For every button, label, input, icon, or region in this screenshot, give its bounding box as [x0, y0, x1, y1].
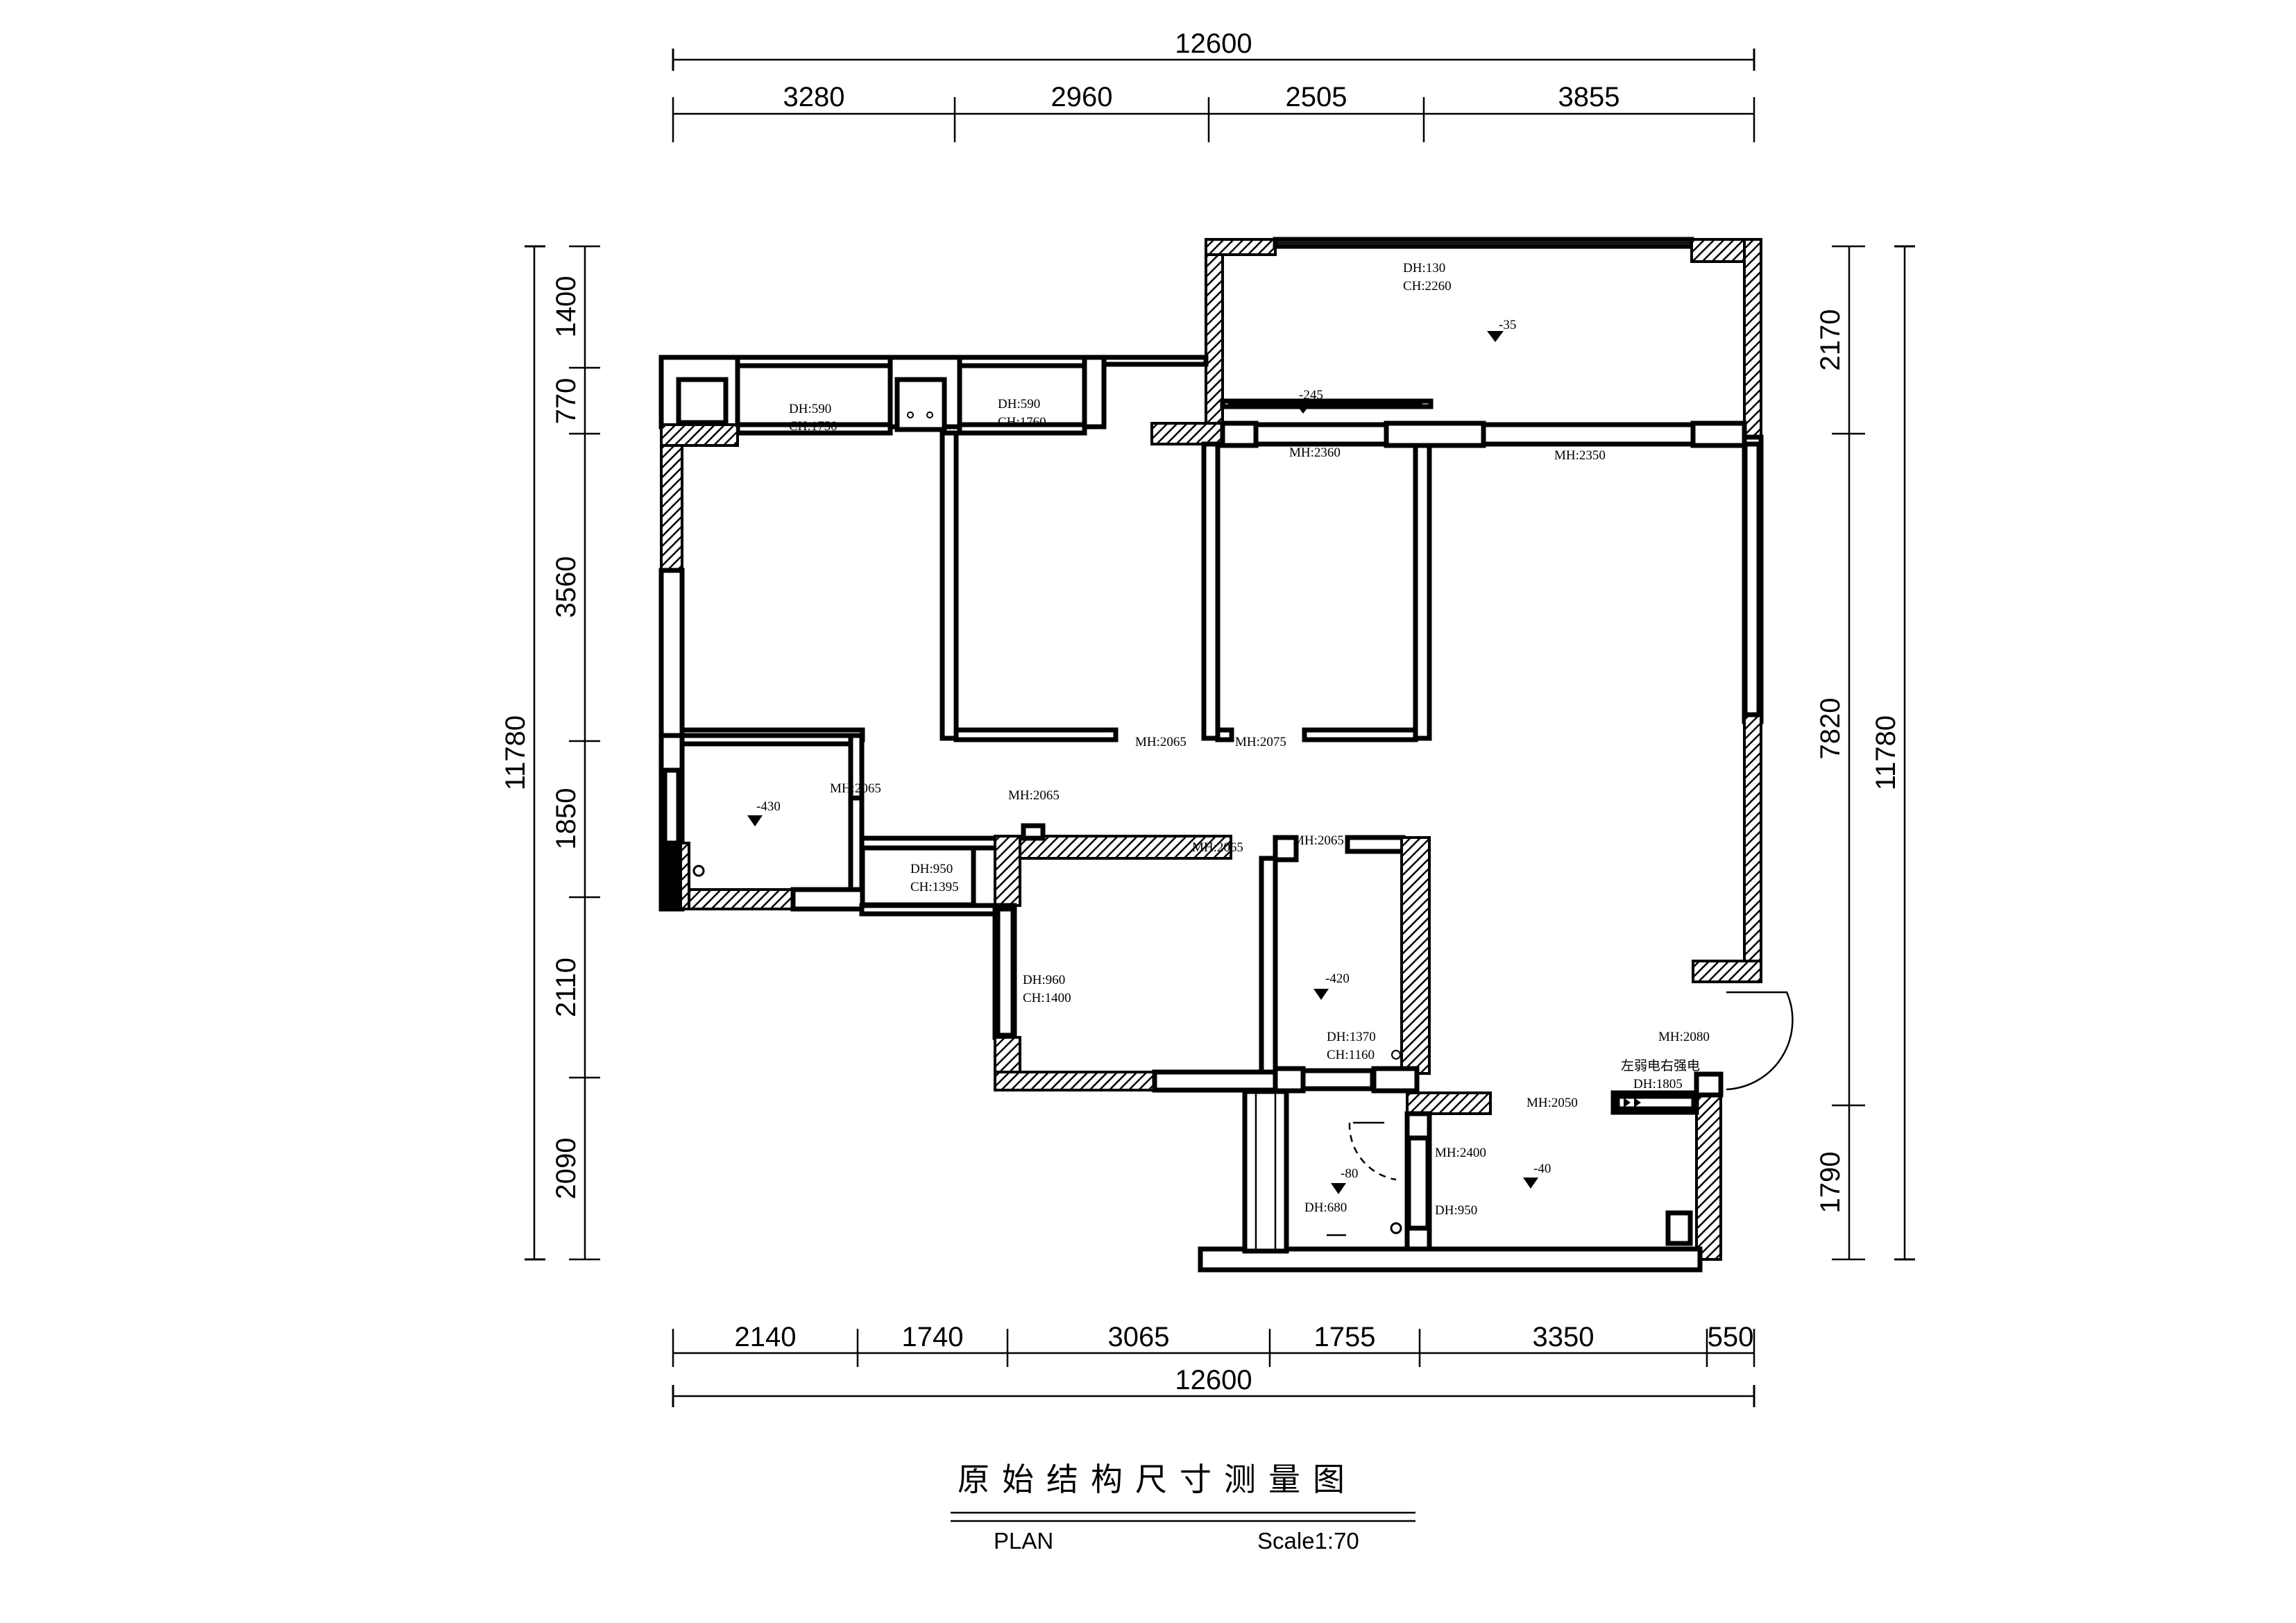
right-segment-2: 7820 [1815, 698, 1846, 760]
fixtures [676, 377, 1697, 1254]
sliding-door-balcony-2 [1481, 422, 1696, 447]
right-dimension-chain: 2170 7820 1790 11780 [1815, 245, 1915, 1261]
window-bath-1 [662, 767, 681, 846]
top-dimension-chain: 12600 3280 2960 2505 3855 [672, 28, 1755, 142]
bottom-segment-2: 1740 [902, 1322, 964, 1352]
balcony-level-icon [1487, 331, 1504, 342]
door-mh-2360: MH:2360 [1289, 445, 1341, 460]
door-mh-2050: MH:2050 [1527, 1096, 1578, 1110]
shaft-right [894, 377, 947, 432]
wc-level: -80 [1341, 1166, 1358, 1181]
window4-dh: DH:960 [1023, 973, 1065, 987]
panel-dh: DH:1805 [1633, 1077, 1683, 1091]
top-segment-3: 2505 [1286, 82, 1347, 112]
plan-label: PLAN [994, 1528, 1053, 1554]
kitchen-level: -40 [1533, 1162, 1551, 1176]
door-mh-2350: MH:2350 [1554, 448, 1606, 463]
shaft-left [676, 377, 729, 425]
bottom-total-dimension: 12600 [1175, 1365, 1252, 1395]
annotations: DH:130 CH:2260 -35 -245 MH:2360 MH:2350 … [756, 261, 1710, 1218]
left-segment-6: 2090 [551, 1138, 581, 1200]
door-mh-2065-b: MH:2065 [830, 781, 881, 796]
drawing-title: 原始结构尺寸测量图 [958, 1461, 1357, 1498]
right-segment-1: 2170 [1815, 309, 1846, 371]
door-mh-2065-c: MH:2065 [1008, 788, 1060, 803]
step-level: -245 [1299, 388, 1323, 402]
balcony-level: -35 [1499, 318, 1516, 332]
right-segment-3: 1790 [1815, 1152, 1846, 1214]
title-block: 原始结构尺寸测量图 PLAN Scale1:70 [951, 1461, 1415, 1554]
balcony-ch: CH:2260 [1403, 279, 1452, 294]
top-segment-4: 3855 [1558, 82, 1620, 112]
bottom-segment-1: 2140 [735, 1322, 797, 1352]
window-right [1742, 441, 1762, 717]
window5-ch: CH:1160 [1327, 1048, 1375, 1062]
left-segment-4: 1850 [551, 788, 581, 850]
window-bath-2 [1300, 1068, 1375, 1091]
bottom-segment-4: 1755 [1314, 1322, 1376, 1352]
entry-door-mh: MH:2080 [1658, 1030, 1710, 1044]
window3-ch: CH:1395 [910, 880, 959, 894]
step-level-icon [1295, 404, 1311, 414]
scale-label: Scale1:70 [1257, 1528, 1359, 1554]
door-mh-2065-a: MH:2065 [1135, 735, 1187, 749]
top-total-dimension: 12600 [1175, 28, 1252, 59]
left-segment-3: 3560 [551, 556, 581, 618]
bottom-dimension-chain: 2140 1740 3065 1755 3350 550 12600 [672, 1322, 1755, 1407]
top-segment-2: 2960 [1051, 82, 1113, 112]
bath1-level: -430 [756, 799, 781, 814]
door-mh-2400: MH:2400 [1435, 1146, 1486, 1160]
kitchen-window-dh: DH:950 [1435, 1203, 1477, 1218]
window2-ch: CH:1760 [998, 415, 1046, 430]
left-segment-2: 770 [551, 378, 581, 425]
wc-dh: DH:680 [1304, 1200, 1347, 1215]
window-corridor [860, 845, 976, 908]
window4-ch: CH:1400 [1023, 991, 1071, 1005]
left-total-dimension: 11780 [500, 715, 531, 790]
kitchen-level-icon [1523, 1178, 1538, 1189]
panel-note: 左弱电右强电 [1621, 1058, 1700, 1073]
door-mh-2065-d: MH:2065 [1192, 840, 1243, 855]
bath2-level-icon [1313, 989, 1329, 1000]
right-total-dimension: 11780 [1871, 715, 1901, 790]
bottom-segment-3: 3065 [1108, 1322, 1170, 1352]
window-kitchen [1406, 1135, 1431, 1231]
top-segment-1: 3280 [783, 82, 845, 112]
level-markers [747, 331, 1538, 1194]
windows [662, 241, 1762, 1231]
left-segment-1: 1400 [551, 276, 581, 338]
bottom-segment-5: 3350 [1533, 1322, 1595, 1352]
bath2-level: -420 [1325, 971, 1350, 986]
entry-door-swing [1726, 991, 1794, 1091]
bottom-segment-6: 550 [1708, 1322, 1754, 1352]
door-mh-2075: MH:2075 [1235, 735, 1286, 749]
window-lower-bedroom [995, 906, 1016, 1038]
sliding-door-balcony-1 [1253, 422, 1389, 447]
left-dimension-chain: 11780 1400 770 3560 1850 2110 2090 [500, 245, 600, 1261]
floor-drain-1-icon [692, 865, 705, 877]
window-bedroom-1 [735, 363, 893, 427]
left-segment-5: 2110 [551, 958, 581, 1017]
doors [1348, 991, 1794, 1181]
window-bedroom-2 [957, 363, 1087, 427]
balcony-dh: DH:130 [1403, 261, 1445, 275]
window3-dh: DH:950 [910, 862, 953, 876]
wc-level-icon [1331, 1183, 1346, 1194]
window1-dh: DH:590 [789, 402, 831, 416]
window2-dh: DH:590 [998, 397, 1040, 411]
window5-dh: DH:1370 [1327, 1030, 1376, 1044]
door-mh-2065-e: MH:2065 [1293, 833, 1344, 848]
window1-ch: CH:1750 [789, 419, 837, 434]
bath1-level-icon [747, 815, 763, 826]
floor-drain-2-icon [1390, 1222, 1402, 1234]
